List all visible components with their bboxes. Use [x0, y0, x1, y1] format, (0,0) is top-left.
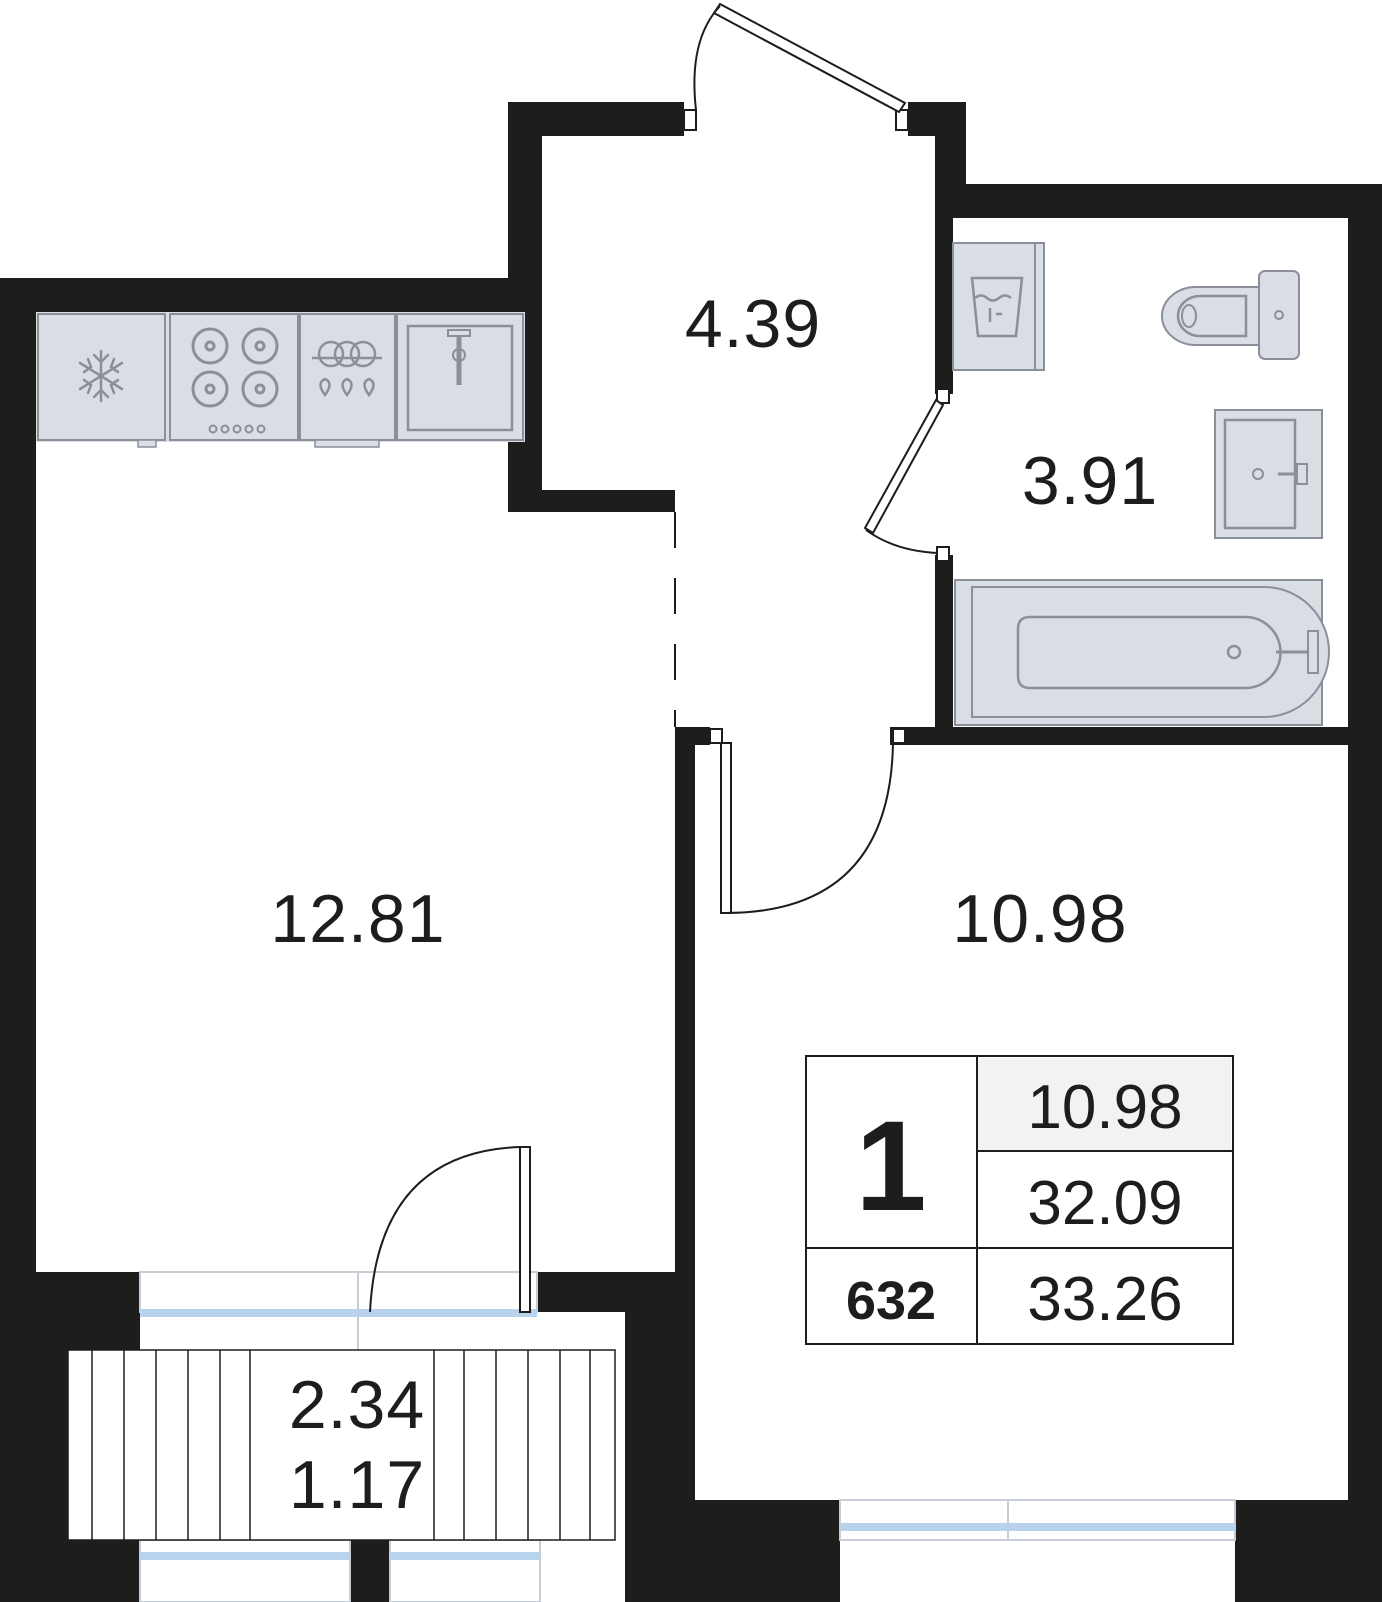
bathtub [954, 579, 1330, 726]
room-area-bathroom: 3.91 [1022, 443, 1158, 519]
rooms-count: 1 [855, 1095, 926, 1238]
bedroom-door [709, 728, 906, 915]
total-area: 32.09 [1027, 1169, 1182, 1238]
room-area-kitchen-living: 12.81 [270, 881, 445, 957]
stove [169, 313, 299, 441]
dishwasher [299, 313, 396, 448]
room-area-bedroom: 10.98 [952, 881, 1127, 957]
walls [0, 102, 1382, 1602]
balcony-door [369, 1146, 531, 1313]
balcony-deck [67, 1349, 616, 1541]
balcony-window-right [389, 1539, 541, 1602]
wash-basin [1214, 409, 1323, 539]
toilet [1161, 270, 1300, 360]
balcony-window-left [139, 1539, 351, 1602]
snowflake-icon [78, 349, 124, 403]
bathroom-fixtures [952, 242, 1330, 726]
room-area-balcony: 2.34 [289, 1367, 425, 1443]
kitchen-sink [396, 313, 524, 441]
living-area: 10.98 [1027, 1073, 1182, 1142]
bathroom-door [863, 388, 950, 562]
room-area-hallway: 4.39 [685, 286, 821, 362]
apartment-number: 632 [846, 1271, 936, 1331]
washing-machine [952, 242, 1045, 371]
total-area-with-balcony: 33.26 [1027, 1265, 1182, 1334]
entrance-door [683, 2, 909, 131]
windows [139, 1271, 1236, 1602]
fridge [37, 313, 166, 448]
bedroom-window [839, 1499, 1236, 1541]
kitchen-window [139, 1271, 538, 1350]
room-area-balcony-reduced: 1.17 [289, 1447, 425, 1523]
kitchen-counter [36, 312, 525, 448]
info-box: 1 632 10.98 32.09 33.26 [805, 1055, 1234, 1345]
